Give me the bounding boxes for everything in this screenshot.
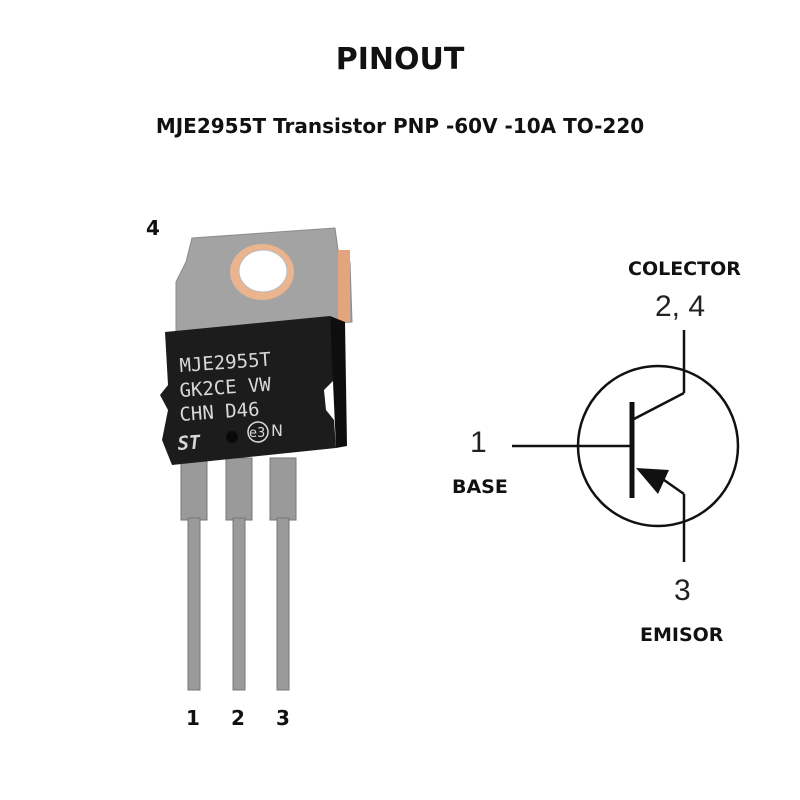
lead-1-shoulder <box>180 457 208 521</box>
pnp-transistor-symbol <box>512 330 740 562</box>
leads <box>180 457 297 691</box>
body-dimple <box>226 431 238 443</box>
lead-2-shoulder <box>225 457 253 521</box>
base-pin-number: 1 <box>470 426 487 459</box>
lead-2-pin <box>232 517 246 691</box>
collector-diagonal <box>631 391 685 422</box>
emitter-label: EMISOR <box>640 624 724 646</box>
st-logo: ST <box>177 431 202 455</box>
transistor-body <box>160 316 336 465</box>
tab-pin-label: 4 <box>146 216 160 240</box>
emitter-pin-number: 3 <box>674 574 691 607</box>
eco-mark-circle <box>247 421 269 443</box>
lead-1-pin <box>187 517 201 691</box>
lead-2-label: 2 <box>231 706 245 730</box>
emitter-arrow <box>636 468 669 494</box>
eco-mark-suffix: N <box>271 421 283 440</box>
emitter-diagonal <box>663 478 685 496</box>
lead-3-shoulder <box>269 457 297 521</box>
eco-mark-text: e3 <box>249 426 265 441</box>
collector-label: COLECTOR <box>628 258 741 280</box>
body-shading <box>330 316 347 448</box>
lead-1-label: 1 <box>186 706 200 730</box>
part-description: MJE2955T Transistor PNP -60V -10A TO-220 <box>155 114 645 138</box>
page-title: PINOUT <box>335 42 465 77</box>
mounting-hole <box>238 249 288 293</box>
collector-pin-number: 2, 4 <box>655 290 706 323</box>
lead-3-pin <box>276 517 290 691</box>
tab-copper-edge <box>338 250 350 322</box>
lead-3-label: 3 <box>276 706 290 730</box>
base-label: BASE <box>452 476 508 498</box>
